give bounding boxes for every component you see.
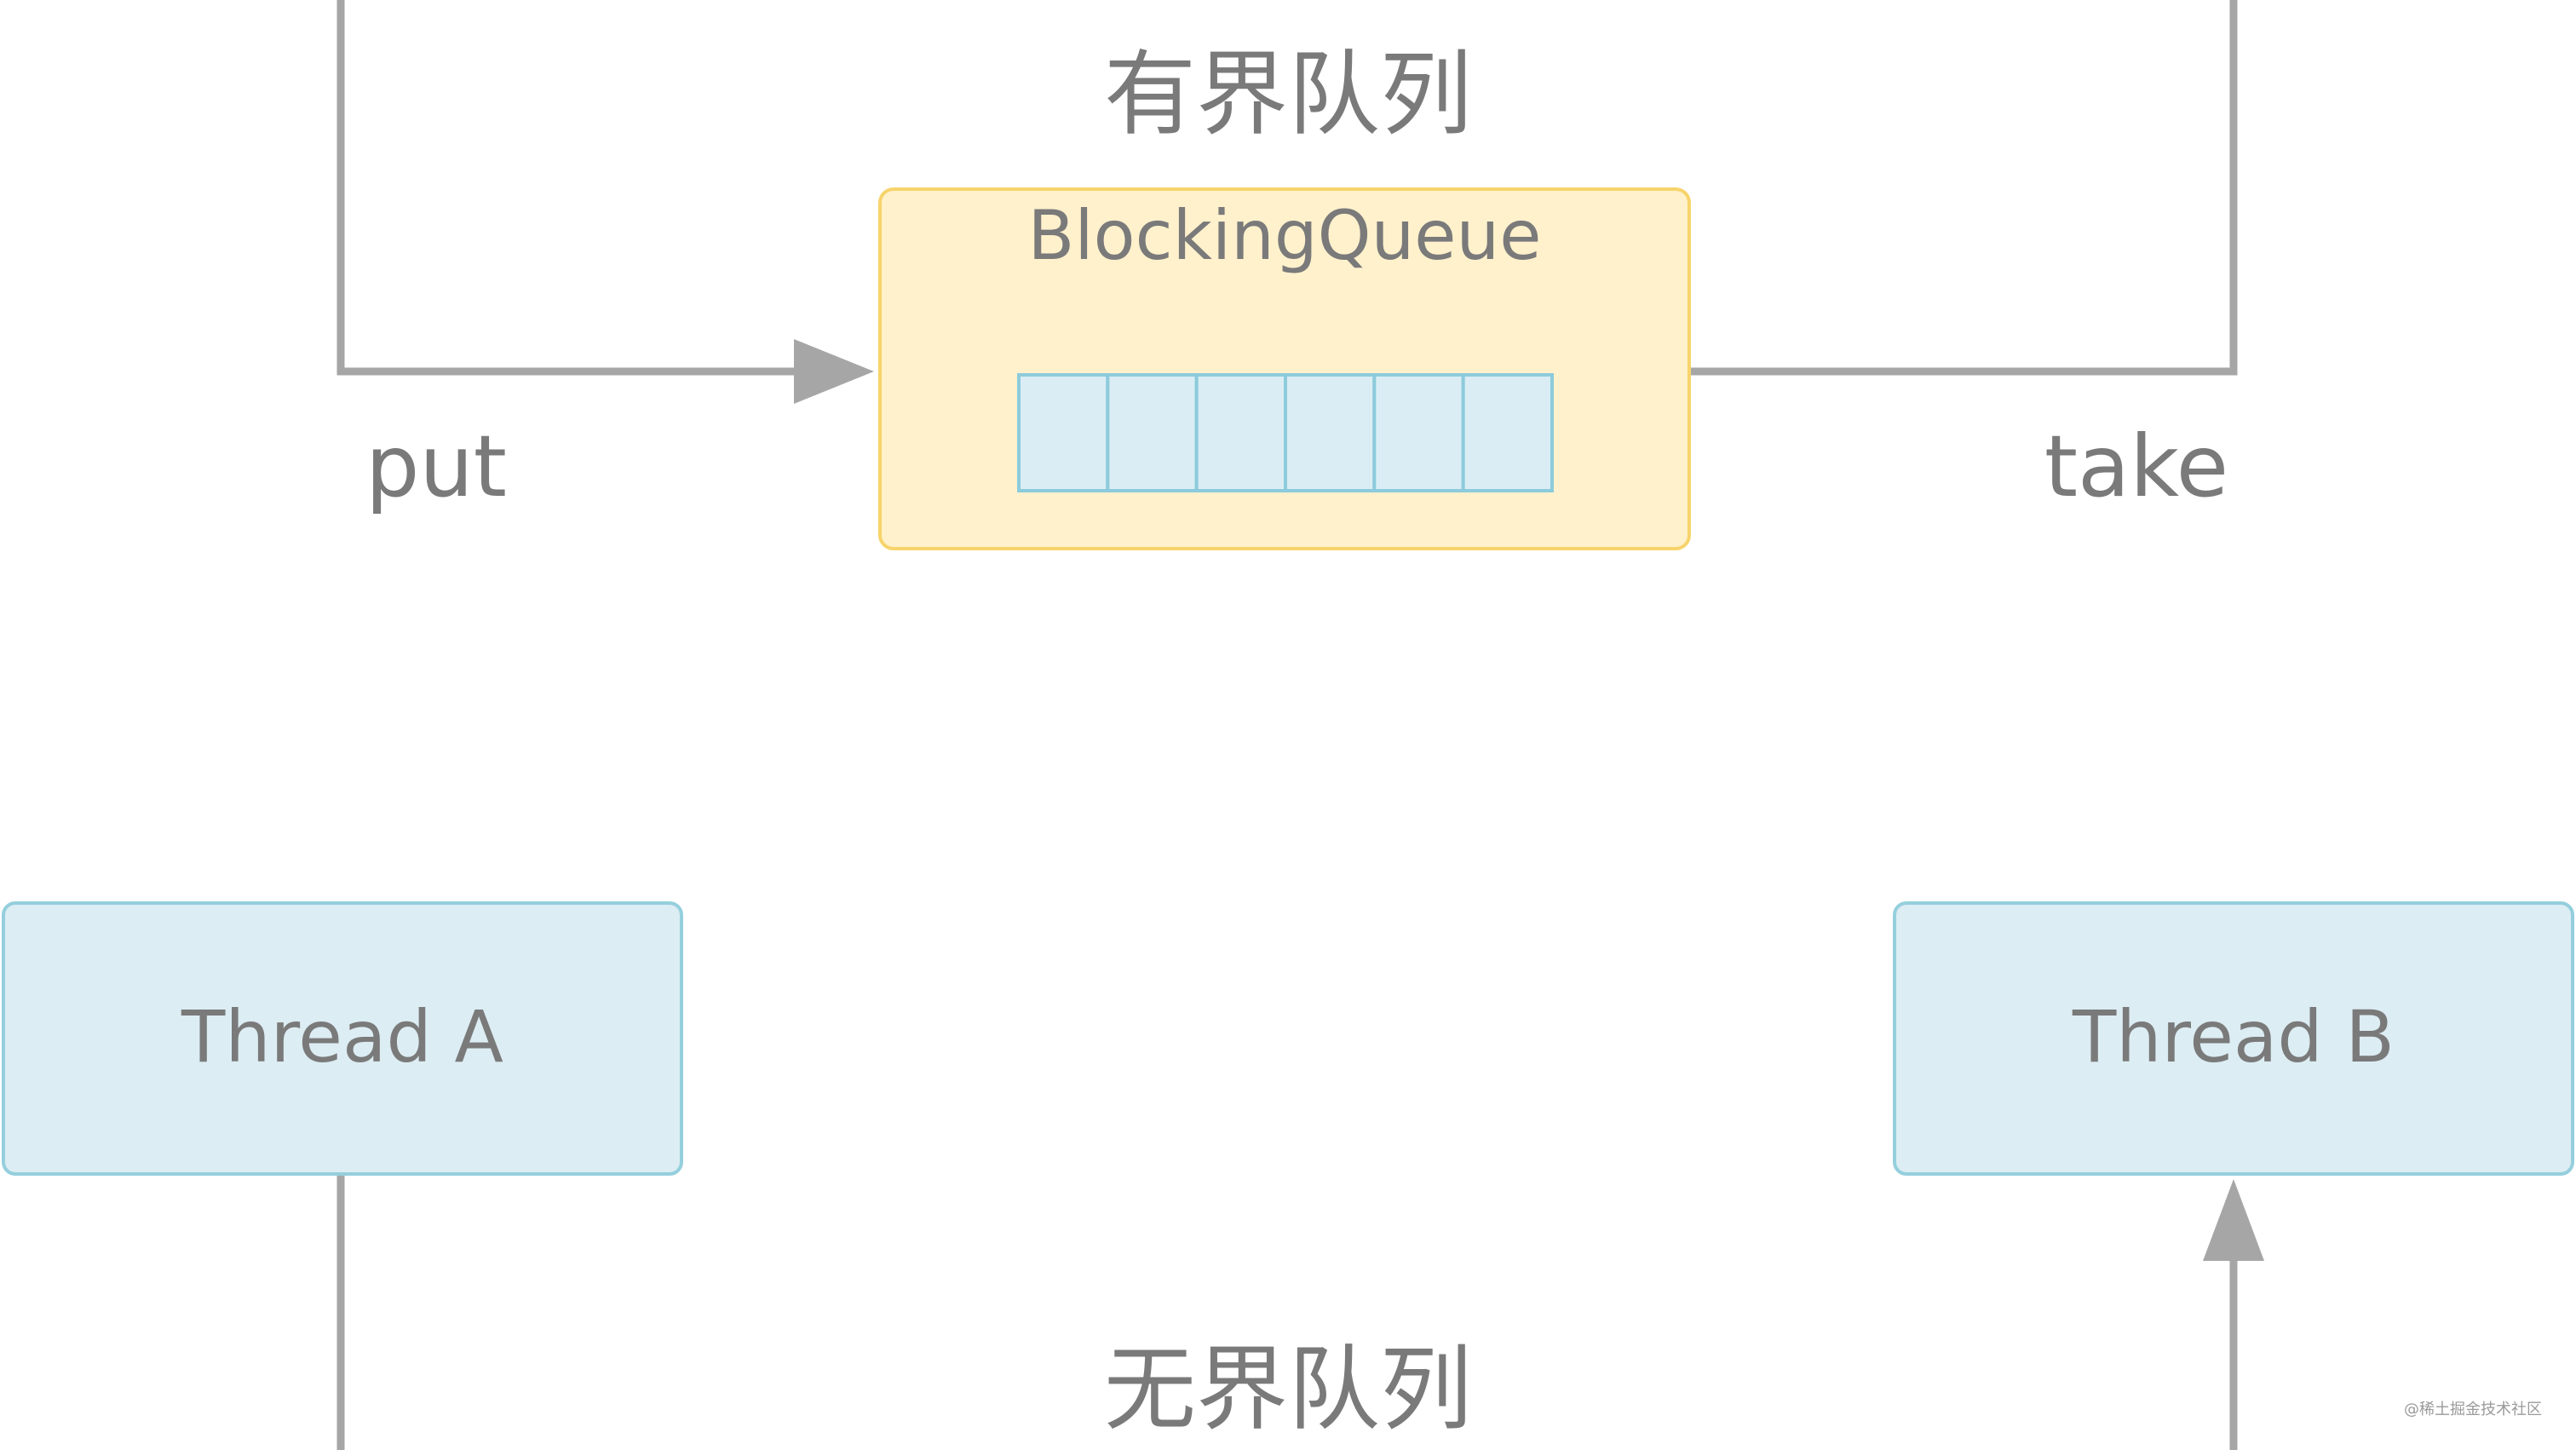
queue-slots <box>1017 373 1554 492</box>
thread-b-arrow-icon <box>2203 1179 2264 1261</box>
unbounded-queue-title: 无界队列 <box>1104 1337 1472 1443</box>
queue-slot <box>1372 373 1465 492</box>
thread-b-box <box>1893 901 2574 1176</box>
take-connector-line <box>1689 0 2238 376</box>
bounded-queue-title: 有界队列 <box>1104 42 1472 148</box>
queue-slot <box>1106 373 1199 492</box>
blocking-queue-label: BlockingQueue <box>1028 196 1542 275</box>
thread-b-label: Thread B <box>2072 995 2395 1079</box>
put-label: put <box>365 417 507 516</box>
put-connector-line <box>336 0 801 376</box>
put-arrow-icon <box>794 339 874 404</box>
queue-slot <box>1461 373 1554 492</box>
thread-a-box <box>2 901 683 1176</box>
queue-slot <box>1194 373 1287 492</box>
queue-slot <box>1284 373 1377 492</box>
thread-a-label: Thread A <box>181 995 503 1079</box>
watermark: @稀土掘金技术社区 <box>2404 1401 2542 1418</box>
take-label: take <box>2044 417 2228 516</box>
queue-slot <box>1017 373 1110 492</box>
